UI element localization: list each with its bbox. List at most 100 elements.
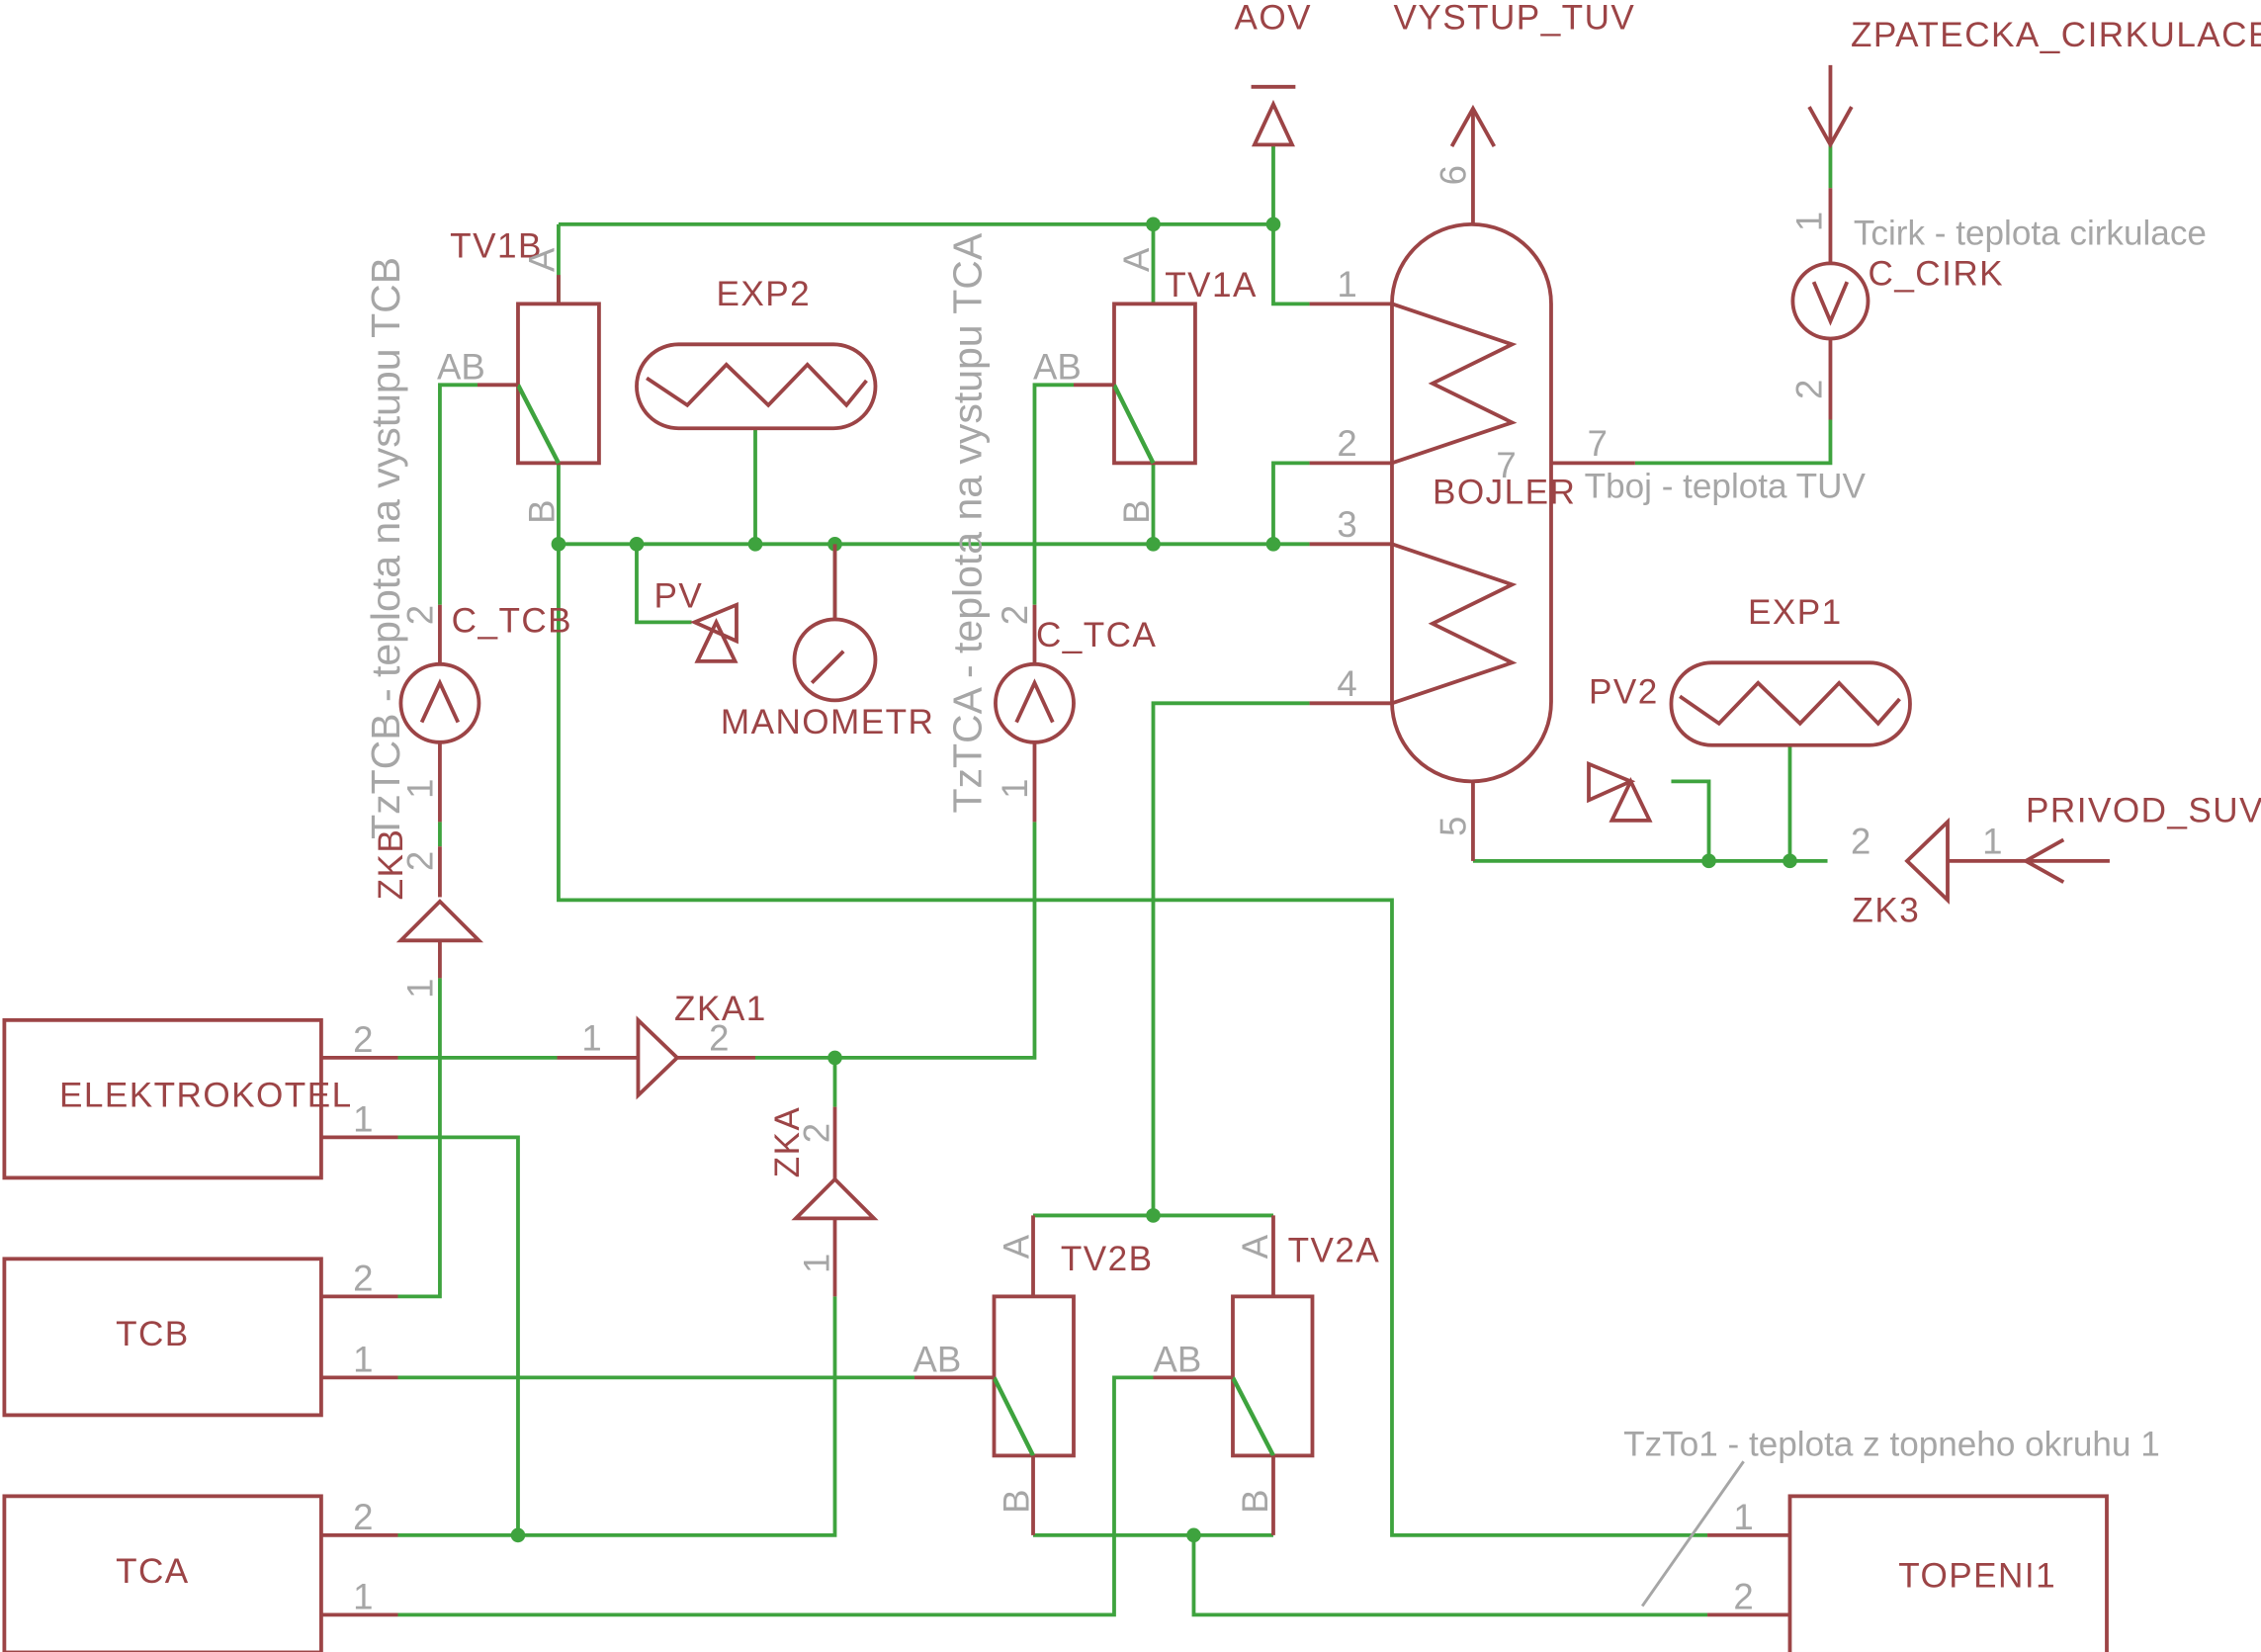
bojler-pin-2: 2	[1337, 423, 1356, 464]
c-tcb-pump: C_TCB 2 1	[398, 602, 572, 823]
tboj-annotation: Tboj - teplota TUV	[1585, 467, 1867, 505]
topeni1-label: TOPENI1	[1898, 1557, 2056, 1596]
elektrokotel-pin-2: 2	[353, 1019, 373, 1060]
tca-block: TCA 2 1	[2, 1494, 398, 1652]
tv2b-pin-a: A	[997, 1234, 1037, 1259]
vystup-tuv-outlet: VYSTUP_TUV 6	[1393, 0, 1635, 224]
tv2a-label: TV2A	[1288, 1231, 1381, 1269]
tca-label: TCA	[116, 1552, 190, 1591]
zka-check-valve: ZKA 2 1	[768, 1106, 879, 1297]
tv2a-pin-ab: AB	[1153, 1339, 1201, 1379]
c-tcb-pin-1: 1	[400, 779, 441, 799]
tv2a-three-way-valve: TV2A A AB B	[1153, 1215, 1381, 1535]
zka1-pin-1: 1	[581, 1018, 601, 1059]
exp1-label: EXP1	[1748, 593, 1843, 632]
tv1b-three-way-valve: TV1B A AB B	[437, 227, 601, 524]
tztcb-annotation: TzTCB - teplota na vystupu TCB	[363, 257, 408, 839]
tzto1-annotation-group: TzTo1 - teplota z topneho okruhu 1	[1623, 1425, 2160, 1608]
tzto1-annotation: TzTo1 - teplota z topneho okruhu 1	[1623, 1425, 2160, 1463]
tcb-pin-2: 2	[353, 1259, 373, 1299]
tv1a-label: TV1A	[1165, 266, 1258, 304]
pv-safety-valve: PV	[654, 577, 739, 663]
tv1a-pin-b: B	[1116, 499, 1157, 523]
elektrokotel-block: ELEKTROKOTEL 2 1	[2, 1017, 398, 1180]
tv1b-pin-a: A	[522, 247, 563, 272]
pv-label: PV	[654, 577, 704, 616]
privod-suv-label: PRIVOD_SUV	[2026, 791, 2261, 829]
topeni1-pin-1: 1	[1733, 1497, 1753, 1537]
c-cirk-pump: C_CIRK 1 2 Tcirk - teplota cirkulace	[1789, 188, 2207, 420]
c-tca-pin-2: 2	[995, 605, 1035, 625]
exp2-expansion-vessel: EXP2	[635, 275, 878, 431]
zka-pin-1: 1	[797, 1254, 837, 1273]
zkb-pin-1: 1	[400, 979, 441, 999]
manometr-gauge: MANOMETR	[721, 544, 935, 741]
manometr-label: MANOMETR	[721, 703, 935, 741]
bojler-pin-1: 1	[1337, 264, 1356, 304]
tv1a-pin-ab: AB	[1033, 346, 1082, 387]
zka1-check-valve: ZKA1 1 2	[557, 990, 767, 1100]
topeni1-block: TOPENI1 1 2	[1707, 1494, 2109, 1652]
tv1a-pin-a: A	[1116, 247, 1157, 272]
tv2b-pin-b: B	[997, 1490, 1037, 1514]
tv2a-pin-b: B	[1235, 1490, 1275, 1514]
tcb-pin-1: 1	[353, 1339, 373, 1379]
tv2b-label: TV2B	[1061, 1240, 1154, 1278]
exp2-label: EXP2	[716, 275, 811, 313]
c-tca-label: C_TCA	[1036, 616, 1157, 654]
vystup-tuv-label: VYSTUP_TUV	[1393, 0, 1635, 37]
vystup-tuv-pin-6: 6	[1434, 165, 1474, 185]
tcb-block: TCB 2 1	[2, 1257, 398, 1418]
tv2b-pin-ab: AB	[913, 1339, 962, 1379]
elektrokotel-label: ELEKTROKOTEL	[59, 1077, 353, 1115]
bojler-label: BOJLER	[1433, 473, 1576, 511]
zkb-label: ZKB	[372, 828, 410, 901]
zk3-check-valve: ZK3 2 1	[1851, 817, 2027, 929]
zpatecka-cirkulace-inlet: ZPATECKA_CIRKULACE	[1807, 16, 2261, 149]
zka-label: ZKA	[768, 1106, 807, 1178]
c-tcb-pin-2: 2	[400, 605, 441, 625]
c-cirk-pin-1: 1	[1789, 212, 1830, 231]
c-tcb-label: C_TCB	[452, 602, 572, 641]
tv2b-three-way-valve: TV2B A AB B	[913, 1215, 1154, 1535]
privod-suv-inlet: PRIVOD_SUV	[2022, 791, 2261, 884]
pv2-label: PV2	[1589, 672, 1659, 711]
tztca-annotation: TzTCA - teplota na vystupu TCA	[944, 232, 990, 813]
tv1b-pin-ab: AB	[437, 346, 485, 387]
bojler-pin-7: 7	[1588, 423, 1608, 464]
zkb-check-valve: ZKB 2 1	[372, 828, 484, 999]
topeni1-pin-2: 2	[1733, 1577, 1753, 1617]
zka1-pin-2: 2	[709, 1018, 729, 1059]
tcirk-annotation: Tcirk - teplota cirkulace	[1854, 214, 2207, 252]
bojler-tank: BOJLER 1 2 3 4 5 7 7 Tboj - teplota TUV	[1309, 221, 1867, 861]
tv2a-pin-a: A	[1235, 1234, 1275, 1259]
bojler-pin-4: 4	[1337, 663, 1356, 704]
aov-air-vent: AOV	[1234, 0, 1312, 147]
elektrokotel-pin-1: 1	[353, 1099, 373, 1140]
c-cirk-pin-2: 2	[1789, 380, 1830, 399]
junctions	[510, 217, 1797, 1543]
exp1-expansion-vessel: EXP1	[1669, 593, 1912, 747]
c-tca-pump: C_TCA 2 1	[994, 604, 1157, 823]
tca-pin-1: 1	[353, 1577, 373, 1617]
tcb-label: TCB	[116, 1315, 190, 1353]
tv1a-three-way-valve: TV1A A AB B	[1033, 247, 1258, 524]
zk3-pin-2: 2	[1851, 822, 1870, 862]
tv1b-label: TV1B	[450, 227, 543, 266]
bojler-pin-3: 3	[1337, 504, 1356, 545]
c-tca-pin-1: 1	[995, 779, 1035, 799]
bojler-pin-5: 5	[1434, 817, 1474, 836]
bojler-pin-7-inner: 7	[1496, 445, 1516, 485]
zka-pin-2: 2	[797, 1123, 837, 1143]
tca-pin-2: 2	[353, 1497, 373, 1537]
zka1-label: ZKA1	[674, 990, 767, 1028]
c-cirk-label: C_CIRK	[1869, 254, 2005, 293]
zpatecka-cirkulace-label: ZPATECKA_CIRKULACE	[1851, 16, 2261, 54]
zkb-pin-2: 2	[400, 851, 441, 871]
zk3-pin-1: 1	[1982, 822, 2002, 862]
pv2-safety-valve: PV2	[1587, 672, 1659, 823]
aov-label: AOV	[1234, 0, 1312, 37]
tv1b-pin-b: B	[522, 499, 563, 523]
zk3-label: ZK3	[1852, 891, 1920, 929]
